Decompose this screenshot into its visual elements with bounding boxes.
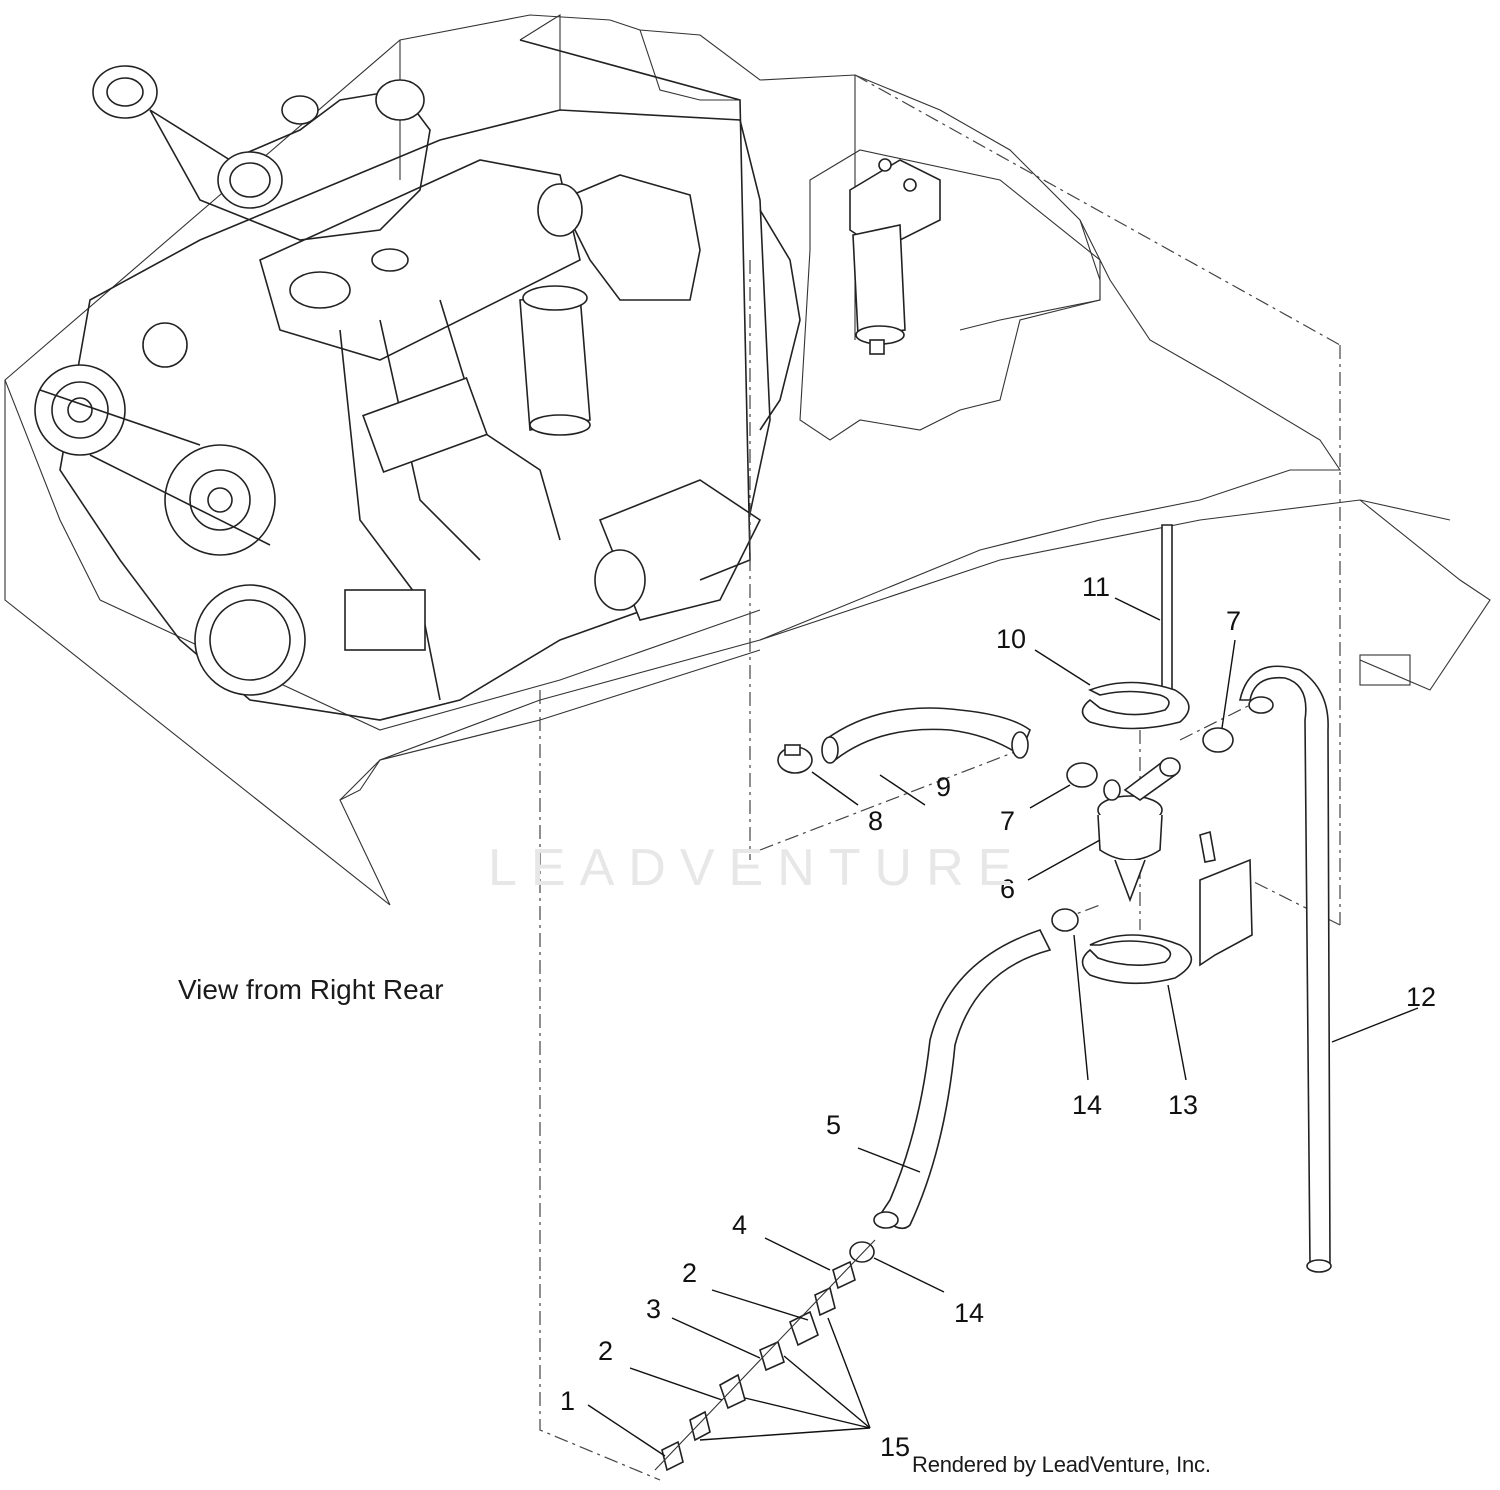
callout-5: 5 (826, 1110, 841, 1140)
callout-14: 14 (1072, 1090, 1102, 1120)
callout-11: 11 (1082, 572, 1110, 602)
fuel-filter-bracket (799, 149, 1101, 441)
callout-3: 3 (646, 1294, 661, 1324)
callout-labels: 1 2 3 2 4 5 6 7 7 8 9 10 11 12 13 14 14 … (560, 572, 1436, 1462)
callout-7: 7 (1000, 806, 1015, 836)
callout-6: 6 (1000, 874, 1015, 904)
exploded-parts (654, 524, 1332, 1472)
callout-14b: 14 (954, 1298, 984, 1328)
callout-2b: 2 (682, 1258, 697, 1288)
callout-4: 4 (732, 1210, 747, 1240)
view-caption: View from Right Rear (178, 974, 444, 1005)
callout-12: 12 (1406, 982, 1436, 1012)
callout-13: 13 (1168, 1090, 1198, 1120)
callout-8: 8 (868, 806, 883, 836)
callout-9: 9 (936, 772, 951, 802)
callout-leaders (587, 597, 1419, 1457)
callout-10: 10 (996, 624, 1026, 654)
callout-15: 15 (880, 1432, 910, 1462)
engine-assembly (34, 39, 801, 721)
watermark: LEADVENTURE (488, 839, 1027, 897)
callout-2: 2 (598, 1336, 613, 1366)
callout-7b: 7 (1226, 606, 1241, 636)
callout-1: 1 (560, 1386, 575, 1416)
render-credit: Rendered by LeadVenture, Inc. (912, 1452, 1211, 1477)
